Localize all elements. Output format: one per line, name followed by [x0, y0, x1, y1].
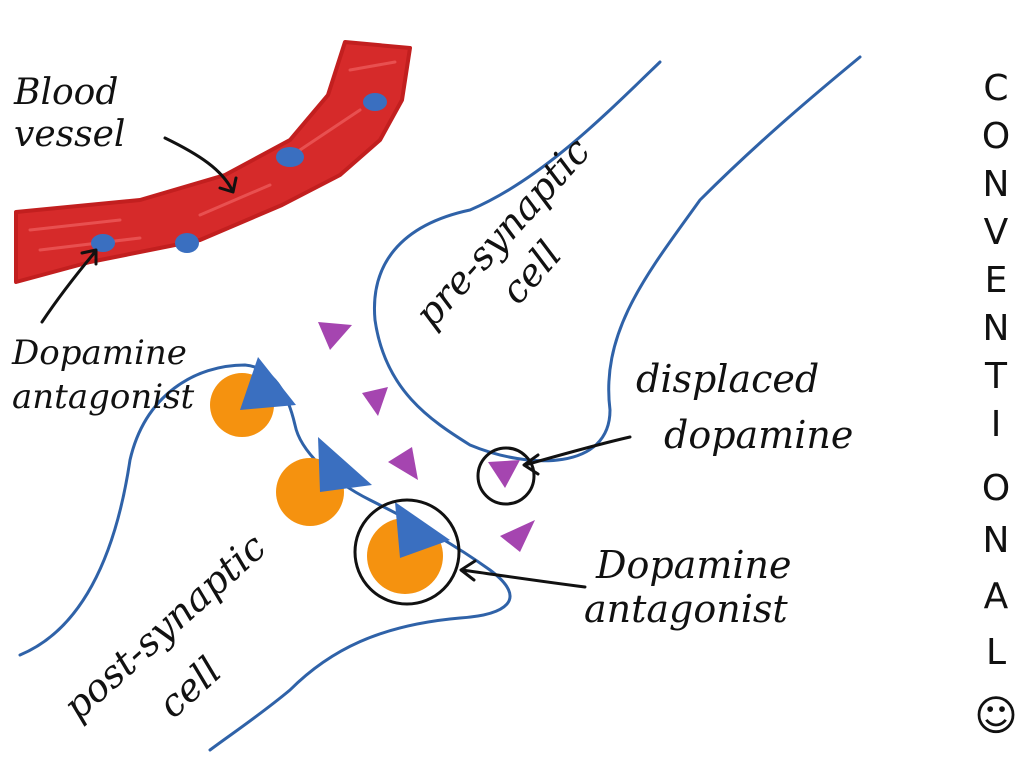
side-word: C O N V E N T I O N A L ☺	[974, 68, 1018, 740]
antagonist-triangle	[240, 357, 296, 410]
side-letter: N	[983, 164, 1010, 205]
label-presynaptic-line1: pre-synaptic	[406, 129, 599, 336]
side-letter: C	[983, 68, 1008, 109]
dopamine-molecules	[318, 322, 536, 552]
side-letter: L	[986, 632, 1006, 673]
arrow-dopamine-antagonist-right	[459, 559, 587, 589]
label-dopamine-antagonist-left-line2: antagonist	[12, 377, 195, 417]
antagonist-triangle	[395, 502, 450, 558]
presynaptic-membrane	[372, 55, 862, 463]
label-blood-vessel-line2: vessel	[14, 114, 125, 155]
receptor-2	[276, 437, 372, 526]
dopamine-triangle	[362, 387, 388, 416]
receptor-1	[210, 357, 296, 437]
smiley-icon: ☺	[974, 691, 1018, 740]
label-postsynaptic-line2: cell	[150, 648, 230, 726]
highlight-circle	[353, 498, 461, 606]
receptor-3	[353, 498, 461, 606]
postsynaptic-membrane	[18, 363, 512, 752]
label-dopamine-antagonist-left-line1: Dopamine	[11, 333, 187, 373]
arrow-dopamine-antagonist-left	[40, 248, 98, 324]
dopamine-triangle	[388, 447, 418, 480]
side-letter: I	[991, 404, 1002, 445]
side-letter: O	[982, 116, 1010, 157]
label-blood-vessel-line1: Blood	[13, 72, 118, 113]
side-letter: N	[983, 308, 1010, 349]
vessel-antagonist-dot	[175, 233, 199, 253]
dopamine-triangle	[318, 322, 352, 350]
dopamine-triangle	[488, 460, 520, 488]
arrow-blood-vessel	[163, 136, 238, 194]
side-letter: O	[982, 468, 1010, 509]
blood-vessel	[14, 40, 412, 284]
label-dopamine-antagonist-right-line2: antagonist	[584, 587, 788, 631]
label-displaced-line1: displaced	[636, 357, 819, 401]
label-dopamine-antagonist-right-line1: Dopamine	[595, 543, 791, 587]
label-displaced-line2: dopamine	[664, 413, 853, 457]
vessel-antagonist-dot	[363, 93, 387, 111]
vessel-antagonist-dot	[91, 234, 115, 252]
side-letter: E	[985, 260, 1008, 301]
vessel-antagonist-dot	[276, 147, 304, 167]
arrow-displaced-dopamine	[522, 435, 632, 476]
side-letter: T	[984, 356, 1008, 397]
side-letter: N	[983, 520, 1010, 561]
side-letter: A	[984, 576, 1009, 617]
displaced-highlight-circle	[476, 446, 536, 506]
antagonist-triangle	[318, 437, 372, 492]
side-letter: V	[984, 212, 1009, 253]
annotation-arrows	[40, 136, 632, 589]
dopamine-triangle	[500, 520, 535, 552]
blood-vessel-texture	[28, 60, 397, 252]
